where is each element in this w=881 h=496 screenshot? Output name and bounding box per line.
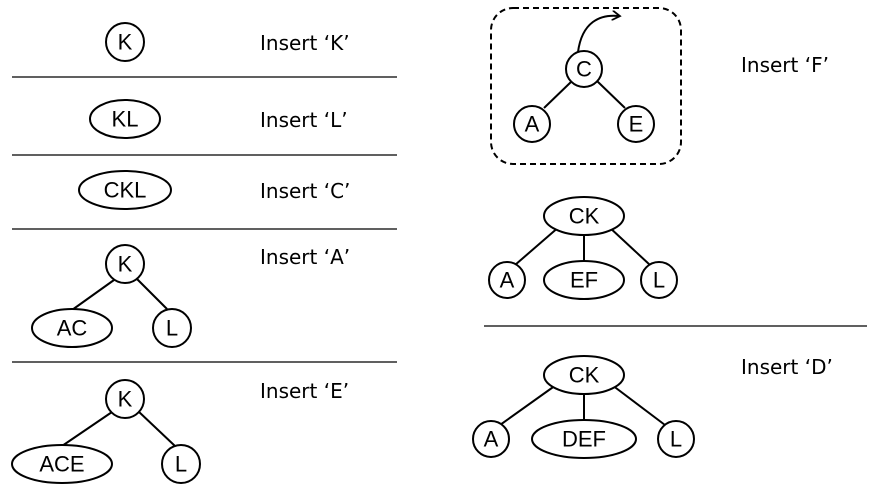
node-key: ACE (39, 452, 84, 477)
tree-node (543, 355, 625, 395)
node-key: L (166, 316, 178, 341)
tree-node (89, 99, 161, 139)
step-label: Insert ‘D’ (741, 355, 833, 379)
tree-node (11, 444, 113, 484)
tree-node (488, 261, 526, 299)
tree-edge (61, 411, 113, 447)
tree-edge (136, 278, 168, 310)
step-insert-c: CKL Insert ‘C’ (78, 170, 350, 210)
tree-node (657, 420, 695, 458)
tree-node (543, 196, 625, 236)
node-key: DEF (562, 427, 606, 452)
node-key: L (670, 427, 682, 452)
node-key: A (525, 112, 540, 137)
step-label: Insert ‘L’ (260, 108, 348, 132)
step-insert-a: K AC L Insert ‘A’ (31, 244, 350, 348)
node-key: E (629, 112, 644, 137)
tree-node (105, 244, 145, 284)
step-insert-k: K Insert ‘K’ (105, 22, 350, 62)
step-insert-e: K ACE L Insert ‘E’ (11, 379, 349, 484)
tree-edge (607, 225, 651, 266)
step-insert-f: C A E Insert ‘F’ (490, 7, 829, 165)
tree-edge (499, 384, 557, 426)
node-key: AC (57, 316, 88, 341)
node-key: C (576, 57, 592, 82)
tree-edge (611, 384, 666, 426)
result-tree-after-f: CK A EF L (488, 196, 678, 300)
node-key: KL (112, 107, 139, 132)
tree-node (105, 379, 145, 419)
node-key: L (175, 452, 187, 477)
node-key: CK (569, 204, 600, 229)
tree-edge (543, 80, 573, 109)
tree-node (472, 420, 510, 458)
node-key: K (118, 30, 133, 55)
node-key: K (118, 252, 133, 277)
tree-node (161, 444, 201, 484)
tree-edge (137, 410, 176, 447)
promote-arrow-icon (577, 16, 619, 53)
step-label: Insert ‘A’ (260, 245, 350, 269)
step-label: Insert ‘K’ (260, 31, 350, 55)
node-key: CK (569, 363, 600, 388)
tree-edge (596, 80, 626, 109)
step-insert-d: CK A DEF L Insert ‘D’ (472, 355, 833, 459)
tree-node (31, 308, 113, 348)
tree-node (640, 261, 678, 299)
tree-node (617, 105, 655, 143)
tree-node (565, 50, 603, 88)
tree-node (152, 308, 192, 348)
tree-node (78, 170, 172, 210)
node-key: A (484, 427, 499, 452)
node-key: L (653, 268, 665, 293)
step-label: Insert ‘E’ (260, 379, 349, 403)
node-key: K (118, 387, 133, 412)
tree-node (105, 22, 145, 62)
tree-edge (71, 279, 115, 311)
step-label: Insert ‘C’ (260, 179, 350, 203)
step-insert-l: KL Insert ‘L’ (89, 99, 348, 139)
dashed-frame (490, 7, 682, 165)
node-key: CKL (104, 178, 147, 203)
node-key: EF (570, 268, 598, 293)
tree-edge (514, 225, 561, 266)
tree-node (543, 260, 625, 300)
tree-node (513, 105, 551, 143)
node-key: A (500, 268, 515, 293)
tree-node (531, 419, 637, 459)
step-label: Insert ‘F’ (741, 53, 829, 77)
